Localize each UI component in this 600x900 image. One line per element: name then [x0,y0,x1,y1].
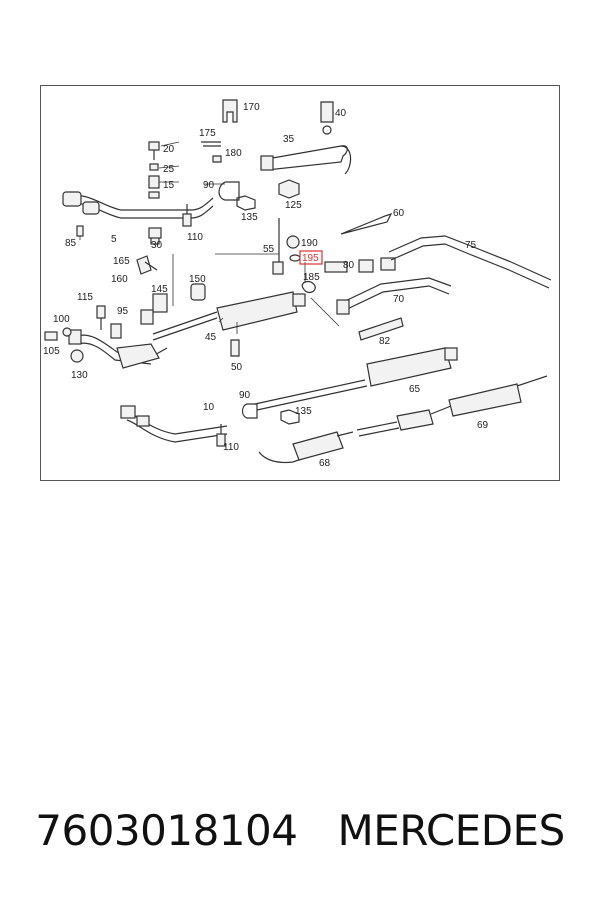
part-label: 70 [393,294,405,305]
diagram-drawing: 170 40 175 35 20 180 25 15 90 125 60 85 … [43,99,552,469]
part-label: 125 [285,200,302,211]
part-label: 190 [301,238,318,249]
part-label: 15 [163,180,175,191]
pipe-70 [336,277,452,315]
flange-125 [278,179,300,199]
part-label: 90 [239,390,251,401]
part-label: 135 [295,406,312,417]
part-label: 68 [319,458,331,469]
part-label: 105 [43,346,60,357]
pipe-35 [260,145,352,175]
front-pipe-10-lower [120,405,228,443]
part-label: 35 [283,134,295,145]
part-label: 65 [409,384,421,395]
part-label: 150 [189,274,206,285]
part-label: 185 [303,272,320,283]
catalytic-converter-left [68,329,168,369]
part-label: 135 [241,212,258,223]
bracket-165-160 [136,255,158,275]
part-label: 5 [111,234,117,245]
clamp-150 [190,283,206,301]
clamp-175-180 [201,141,222,163]
gasket-190 [286,235,300,249]
bolt-110-lower [216,424,226,447]
part-label: 60 [393,208,405,219]
part-label: 95 [117,306,129,317]
part-label: 20 [163,144,175,155]
part-label: 30 [151,240,163,251]
bolt-115 [96,305,106,330]
bolt-stack-20-25-15 [148,141,160,245]
part-label: 110 [223,442,239,453]
hanger-50 [230,339,240,357]
muffler-69 [356,375,548,437]
part-label: 10 [203,402,215,413]
washer-100 [62,327,72,337]
part-label: 110 [187,232,203,243]
part-label: 45 [205,332,217,343]
part-caption: 7603018104 MERCEDES [0,800,600,860]
clamp-90-lower [241,403,258,419]
part-label: 50 [231,362,243,373]
exhaust-parts-diagram: 170 40 175 35 20 180 25 15 90 125 60 85 … [40,85,560,481]
part-label: 180 [225,148,242,159]
part-label: 90 [203,180,215,191]
part-label: 25 [163,164,175,175]
part-label: 40 [335,108,347,119]
part-label: 75 [465,240,477,251]
cable-tie-60 [340,212,393,235]
gasket-195 [289,254,301,262]
part-label: 55 [263,244,275,255]
part-label: 82 [379,336,391,347]
part-label: 85 [65,238,77,249]
brand-name: MERCEDES [337,805,565,855]
bolt-105 [44,331,58,341]
front-pipe-upper [62,191,214,219]
gasket-130 [70,349,84,363]
leader-lines [158,141,340,334]
part-label: 130 [71,370,88,381]
part-label: 175 [199,128,216,139]
bolt-110-upper [182,204,192,227]
gasket-95 [110,323,122,339]
part-label: 170 [243,102,260,113]
catalytic-converter-68 [258,431,354,464]
nut-135-upper [236,195,256,211]
part-label: 80 [343,260,355,271]
part-label: 145 [151,284,168,295]
highlight-box-195 [299,250,323,265]
part-labels: 170 40 175 35 20 180 25 15 90 125 60 85 … [43,102,489,469]
sensor-55 [272,218,284,275]
part-label: 165 [113,256,130,267]
nut-30 [148,227,162,239]
muffler-65 [254,347,458,411]
part-label: 160 [111,274,128,285]
part-number: 7603018104 [35,805,298,855]
bracket-80 [324,257,396,273]
part-label: 115 [77,292,93,303]
clamp-90-upper [218,181,240,201]
part-label: 69 [477,420,489,431]
tail-pipe-75 [388,235,552,289]
muffler-45 [152,291,306,341]
bracket-145 [140,293,168,325]
nut-135-lower [280,409,300,425]
clamp-185 [301,280,316,294]
hanger-170 [222,99,238,123]
hanger-40 [320,101,334,135]
bolt-85 [76,225,84,240]
part-label: 195 [302,253,319,264]
pipe-82 [358,317,404,341]
part-label: 100 [53,314,70,325]
